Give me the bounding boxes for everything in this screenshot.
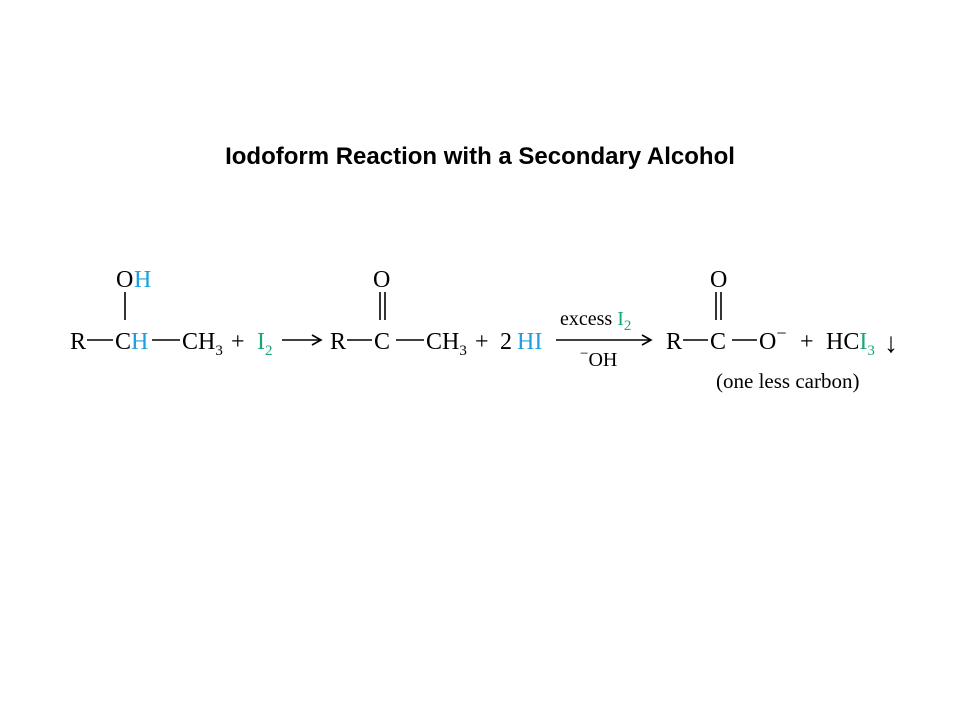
note-one-less-carbon: (one less carbon) (716, 369, 859, 393)
arrow-reagent-below: −OH (580, 346, 617, 371)
arrow-reagent-above: excess I2 (560, 308, 631, 334)
plus-sign-3: + (800, 329, 814, 355)
reactant-methyl: CH3 (182, 329, 223, 359)
carboxylate-product: O R C O− (666, 267, 787, 355)
ketone-carbon: C (374, 329, 390, 355)
precipitate-arrow-icon: ↓ (884, 328, 898, 359)
hi-coefficient: 2 (500, 329, 512, 355)
plus-sign-2: + (475, 329, 489, 355)
reactant-oh-hydrogen: H (134, 267, 151, 293)
reaction-arrow-1 (282, 334, 323, 346)
carboxylate-top-oxygen: O (710, 267, 727, 293)
plus-sign-1: + (231, 329, 245, 355)
iodoform-formula: HCI3 (826, 329, 875, 359)
ketone-product: O R C CH3 (330, 267, 467, 359)
iodoform-product: HCI3 ↓ (826, 328, 898, 359)
slide-title: Iodoform Reaction with a Secondary Alcoh… (225, 143, 735, 170)
reactant-carbinol-hydrogen: H (131, 329, 148, 355)
iodine-reagent: I2 (257, 329, 273, 359)
ketone-r-group: R (330, 329, 346, 355)
reaction-arrow-2: excess I2 −OH (556, 308, 653, 371)
reactant-secondary-alcohol: O H R C H CH3 (70, 267, 223, 359)
reactant-carbon: C (115, 329, 131, 355)
carboxylate-carbon: C (710, 329, 726, 355)
ketone-methyl: CH3 (426, 329, 467, 359)
ketone-oxygen: O (373, 267, 390, 293)
hi-product: HI (517, 329, 542, 355)
carboxylate-r-group: R (666, 329, 682, 355)
reactant-r-group: R (70, 329, 86, 355)
reactant-oh-oxygen: O (116, 267, 133, 293)
carboxylate-side-oxygen: O− (759, 323, 787, 355)
